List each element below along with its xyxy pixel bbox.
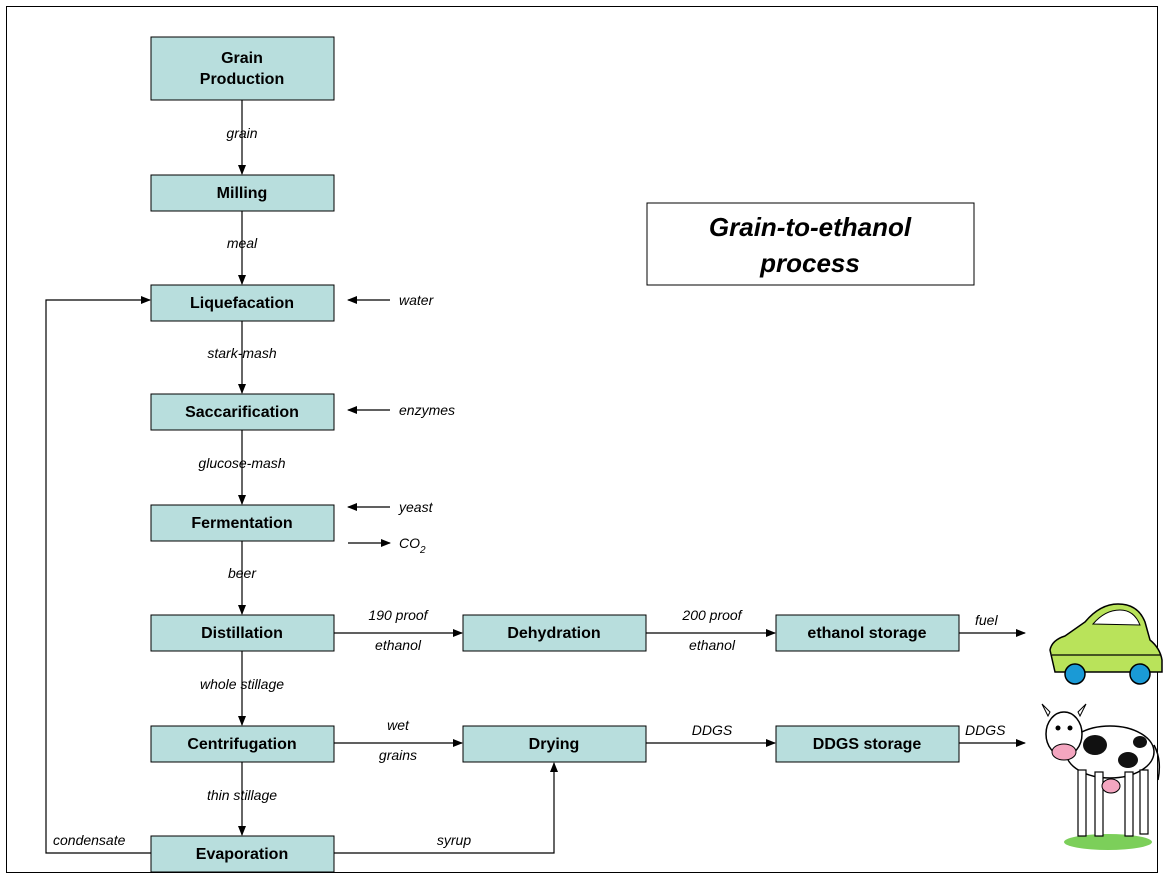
label-stark-mash: stark-mash	[207, 345, 276, 361]
box-ethanol-storage: ethanol storage	[775, 614, 960, 652]
box-liquefacation: Liquefacation	[150, 284, 335, 322]
label-condensate: condensate	[53, 832, 126, 848]
box-drying: Drying	[462, 725, 647, 763]
label-whole-stillage: whole stillage	[200, 676, 284, 692]
label-ddgs-out: DDGS	[965, 722, 1006, 738]
title-line-1: Grain-to-ethanol	[709, 212, 912, 242]
box-centrifugation-label: Centrifugation	[187, 736, 296, 753]
box-centrifugation: Centrifugation	[150, 725, 335, 763]
box-distillation-label: Distillation	[201, 625, 283, 642]
label-co2: CO	[399, 535, 420, 551]
label-190-proof: 190 proof	[368, 607, 429, 623]
label-grain: grain	[226, 125, 257, 141]
label-glucose-mash: glucose-mash	[198, 455, 285, 471]
box-evaporation-label: Evaporation	[196, 846, 288, 863]
box-ddgs-storage-label: DDGS storage	[813, 736, 922, 753]
box-fermentation: Fermentation	[150, 504, 335, 542]
label-190-ethanol: ethanol	[375, 637, 422, 653]
arrow-condensate	[45, 296, 151, 854]
label-syrup: syrup	[437, 832, 471, 848]
label-yeast: yeast	[398, 499, 434, 515]
label-200-proof: 200 proof	[681, 607, 743, 623]
car-icon	[1049, 603, 1163, 685]
box-milling: Milling	[150, 174, 335, 212]
arrow-syrup	[334, 762, 558, 854]
box-drying-label: Drying	[529, 736, 580, 753]
cow-icon	[1041, 703, 1161, 850]
box-grain-production-line-2: Production	[200, 71, 284, 88]
title-line-2: process	[759, 248, 860, 278]
box-grain-production: Grain Production	[150, 36, 335, 101]
box-evaporation: Evaporation	[150, 835, 335, 873]
svg-text:CO2: CO2	[399, 535, 426, 556]
box-milling-label: Milling	[217, 185, 268, 202]
label-200-ethanol: ethanol	[689, 637, 736, 653]
box-fermentation-label: Fermentation	[191, 515, 292, 532]
label-ddgs: DDGS	[692, 722, 733, 738]
label-meal: meal	[227, 235, 258, 251]
title-box: Grain-to-ethanol process	[646, 202, 975, 286]
label-grains: grains	[379, 747, 417, 763]
label-fuel: fuel	[975, 612, 998, 628]
box-saccarification: Saccarification	[150, 393, 335, 431]
box-ddgs-storage: DDGS storage	[775, 725, 960, 763]
box-liquefacation-label: Liquefacation	[190, 295, 294, 312]
diagram-frame	[6, 6, 1158, 873]
label-water: water	[399, 292, 435, 308]
box-distillation: Distillation	[150, 614, 335, 652]
box-saccarification-label: Saccarification	[185, 404, 299, 421]
label-co2-subscript: 2	[419, 545, 426, 556]
box-grain-production-line-1: Grain	[221, 50, 263, 67]
label-thin-stillage: thin stillage	[207, 787, 277, 803]
label-wet: wet	[387, 717, 410, 733]
box-ethanol-storage-label: ethanol storage	[807, 625, 926, 642]
label-beer: beer	[228, 565, 257, 581]
box-dehydration-label: Dehydration	[507, 625, 600, 642]
label-enzymes: enzymes	[399, 402, 455, 418]
box-dehydration: Dehydration	[462, 614, 647, 652]
